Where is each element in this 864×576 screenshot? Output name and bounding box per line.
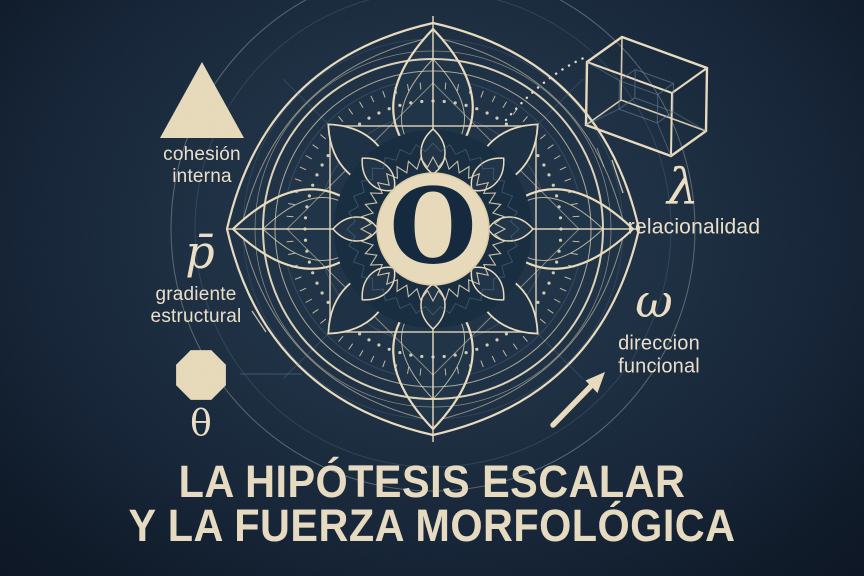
label-gradiente-estructural: gradiente estructural (150, 283, 242, 327)
symbol-lambda: λ (667, 158, 699, 216)
label-relacionalidad: relacionalidad (627, 215, 761, 239)
label-cohesion-interna: cohesión interna (163, 143, 241, 187)
symbol-theta: θ (190, 403, 212, 445)
poster-title-line2: Y LA FUERZA MORFOLÓGICA (128, 500, 736, 551)
central-o-symbol: O (389, 164, 477, 288)
symbol-omega: ω (635, 274, 673, 328)
symbol-p-bar: p̄ (185, 225, 215, 279)
label-direccion-funcional: direccion funcional (618, 332, 700, 378)
poster-title-line1: LA HIPÓTESIS ESCALAR (178, 456, 686, 507)
